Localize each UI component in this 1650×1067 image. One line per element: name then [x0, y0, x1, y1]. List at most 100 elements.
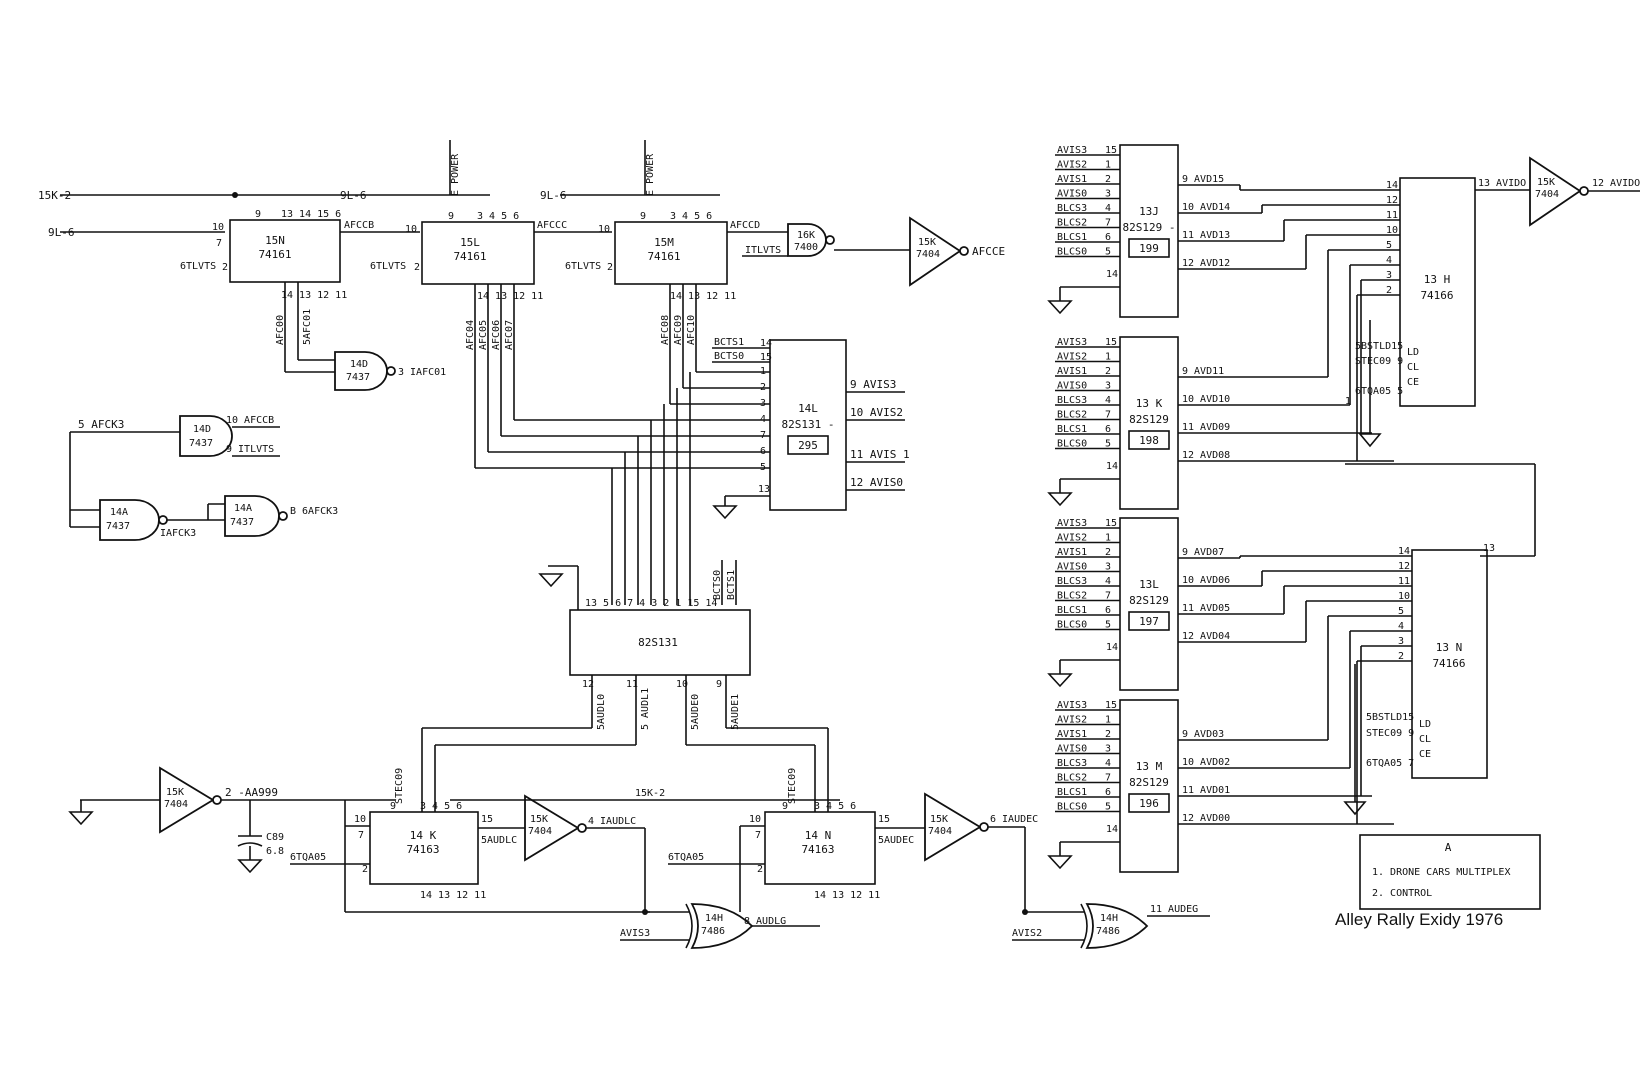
shift-pin: 11: [1386, 210, 1398, 221]
rom-input-pin: 3: [1105, 562, 1111, 573]
svg-text:7: 7: [216, 238, 222, 249]
gate-16k-ref: 16K: [797, 230, 815, 241]
label-9l-6-c: 9L-6: [540, 189, 567, 202]
svg-text:7: 7: [760, 430, 766, 441]
chip-13j: [1119, 144, 1179, 318]
label-epower-15m: E POWER: [645, 153, 656, 196]
shift-pin: 2: [1386, 285, 1392, 296]
gate-14h-1-type: 7486: [701, 926, 725, 937]
inverter-15k-mid-ref: 15K: [530, 814, 548, 825]
svg-text:4: 4: [760, 414, 766, 425]
shift-pin: 12: [1398, 561, 1410, 572]
rom-output-label: 11 AVD01: [1182, 785, 1230, 796]
label-12-avido: 12 AVIDO: [1592, 178, 1640, 189]
rom-input-pin: 6: [1105, 232, 1111, 243]
chip-13j-type: 82S129 -: [1123, 221, 1176, 234]
svg-text:1: 1: [1345, 396, 1351, 407]
svg-text:1: 1: [760, 366, 766, 377]
label-avis2-out: 10 AVIS2: [850, 406, 903, 419]
label-avis0-out: 12 AVIS0: [850, 476, 903, 489]
chip-82s131-ref: 82S131: [638, 636, 678, 649]
label-6tlvts-15m: 6TLVTS: [565, 261, 601, 272]
chip-13m: [1119, 699, 1179, 873]
rom-output-label: 9 AVD11: [1182, 366, 1224, 377]
chip-15n-ref: 15N: [265, 234, 285, 247]
rom-input-label: AVIS1: [1057, 174, 1087, 185]
label-13h-steco9: STEC09 9: [1355, 356, 1403, 367]
chip-13k-num: 198: [1139, 434, 1159, 447]
label-5afck3: 5 AFCK3: [78, 418, 124, 431]
rom-input-pin: 2: [1105, 547, 1111, 558]
chip-14n-ref: 14 N: [805, 829, 832, 842]
gate-14a-1-ref: 14A: [110, 507, 128, 518]
note-line2: 2. CONTROL: [1372, 888, 1432, 899]
rom-82s131: BCTS0 BCTS1 82S131 13 5 6 7 4 3 2 1 15 1…: [421, 372, 829, 812]
label-audlg: 8 AUDLG: [744, 916, 786, 927]
label-bcts0-v: BCTS0: [712, 570, 723, 600]
svg-text:9: 9: [782, 801, 788, 812]
inverter-15k-out-type: 7404: [1535, 189, 1559, 200]
svg-text:3 4 5 6: 3 4 5 6: [814, 801, 856, 812]
audio-counters: 15K 7404 2 -AA999 C89 6.8 6TQA05 STEC09 …: [68, 766, 1210, 949]
gate-14h-2-ref: 14H: [1100, 913, 1118, 924]
rom-output-label: 12 AVD00: [1182, 813, 1230, 824]
svg-text:7: 7: [358, 830, 364, 841]
inverter-15k-right: [924, 792, 982, 862]
rom-input-pin: 4: [1105, 576, 1111, 587]
chip-13m-type: 82S129: [1129, 776, 1169, 789]
shift-pin: 14: [1398, 546, 1410, 557]
svg-text:11: 11: [626, 679, 638, 690]
svg-text:14: 14: [1106, 824, 1118, 835]
shift-pin: 14: [1386, 180, 1398, 191]
svg-text:9: 9: [640, 211, 646, 222]
inverter-15k-left-type: 7404: [164, 799, 188, 810]
svg-text:14 13 12 11: 14 13 12 11: [281, 290, 347, 301]
rom-input-pin: 15: [1105, 337, 1117, 348]
chip-14l-ref: 14L: [798, 402, 818, 415]
gate-14h-2-type: 7486: [1096, 926, 1120, 937]
svg-text:14 13 12 11: 14 13 12 11: [814, 890, 880, 901]
chip-13k-ref: 13 K: [1136, 397, 1163, 410]
svg-text:10: 10: [405, 224, 417, 235]
label-13h-tqa05: 6TQA05 5: [1355, 386, 1403, 397]
chip-13h-type: 74166: [1420, 289, 1453, 302]
label-13h-sbstld: 5BSTLD15: [1355, 341, 1403, 352]
rom-input-label: AVIS3: [1057, 337, 1087, 348]
rom-input-pin: 5: [1105, 802, 1111, 813]
note-letter: A: [1445, 841, 1452, 854]
shift-pin: 11: [1398, 576, 1410, 587]
rom-input-label: AVIS0: [1057, 189, 1087, 200]
label-13h-cl: CL: [1407, 362, 1419, 373]
label-avis3-out: 9 AVIS3: [850, 378, 896, 391]
label-afccc: AFCCC: [537, 220, 567, 231]
svg-text:9: 9: [255, 209, 261, 220]
cap-val: 6.8: [266, 846, 284, 857]
svg-text:13 14 15 6: 13 14 15 6: [281, 209, 341, 220]
rom-output-label: 10 AVD14: [1182, 202, 1230, 213]
svg-text:9: 9: [448, 211, 454, 222]
gate-14a-2-type: 7437: [230, 517, 254, 528]
rom-input-pin: 6: [1105, 605, 1111, 616]
label-13n-sbstld: 5BSTLD15: [1366, 712, 1414, 723]
label-afccd: AFCCD: [730, 220, 760, 231]
chip-13l-ref: 13L: [1139, 578, 1159, 591]
label-b6afck3: B 6AFCK3: [290, 506, 338, 517]
inverter-15k-mid: [524, 794, 580, 862]
label-steco9-14k: STEC09: [394, 768, 405, 804]
label-6tlvts-15n: 6TLVTS: [180, 261, 216, 272]
rom-output-label: 9 AVD03: [1182, 729, 1224, 740]
label-10afccb: 10 AFCCB: [226, 415, 274, 426]
gate-16k-type: 7400: [794, 242, 818, 253]
label-9l-6: 9L-6: [48, 226, 75, 239]
rom-input-label: AVIS3: [1057, 700, 1087, 711]
rom-input-pin: 7: [1105, 218, 1111, 229]
chip-13n-type: 74166: [1432, 657, 1465, 670]
svg-text:14: 14: [1106, 642, 1118, 653]
svg-text:9: 9: [390, 801, 396, 812]
svg-text:13: 13: [1483, 543, 1495, 554]
svg-text:10: 10: [598, 224, 610, 235]
label-afc06: AFC06: [491, 320, 502, 350]
rom-input-label: BLCS2: [1057, 591, 1087, 602]
gate-14a-2: [224, 495, 280, 537]
